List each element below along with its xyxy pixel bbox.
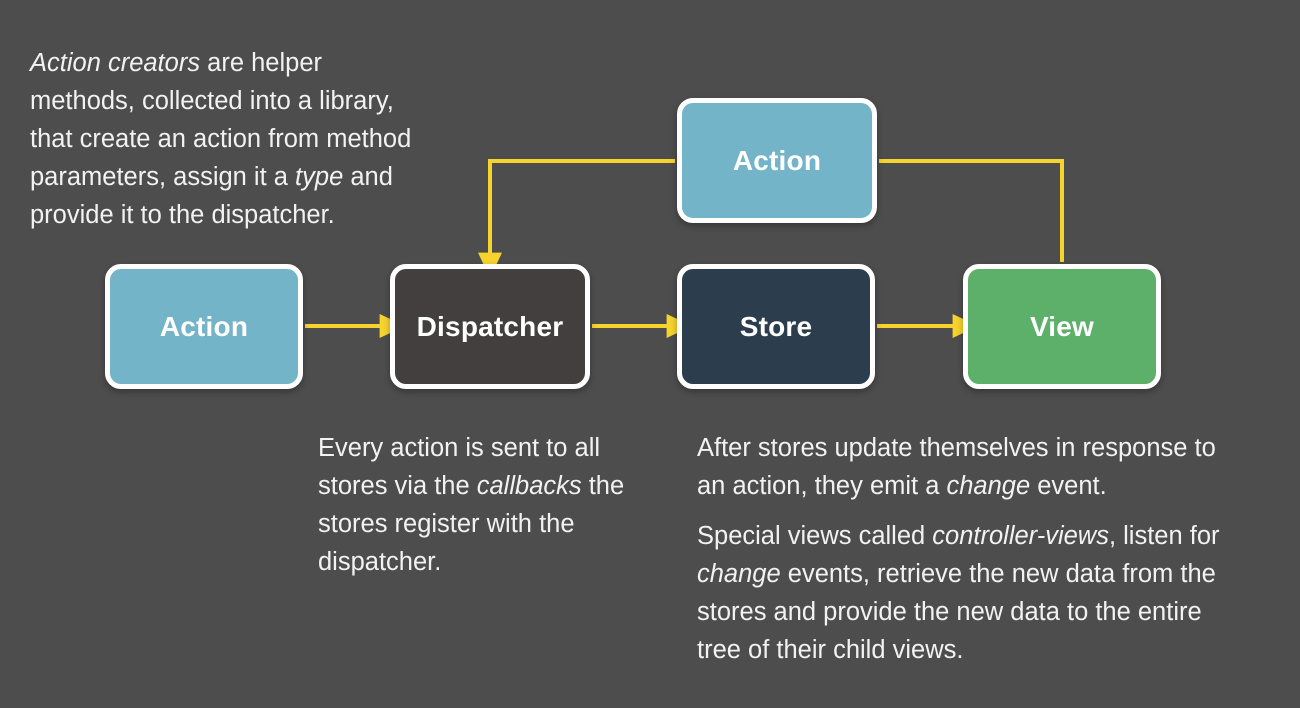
- emphasis-text: type: [295, 163, 344, 191]
- prose-line: parameters, assign it a type and: [30, 158, 480, 196]
- plain-text: stores and provide the new data to the e…: [697, 598, 1202, 626]
- plain-text: After stores update themselves in respon…: [697, 434, 1216, 462]
- plain-text: event.: [1030, 472, 1107, 500]
- prose-line: methods, collected into a library,: [30, 82, 480, 120]
- node-label-action-top: Action: [732, 144, 822, 176]
- node-label-view: View: [1029, 310, 1095, 342]
- emphasis-text: Action creators: [30, 49, 201, 77]
- node-dispatcher[interactable]: Dispatcher: [390, 264, 590, 389]
- plain-text: , listen for: [1108, 522, 1220, 550]
- node-action-top[interactable]: Action: [677, 98, 877, 223]
- plain-text: parameters, assign it a: [30, 163, 296, 191]
- plain-text: an action, they emit a: [697, 472, 947, 500]
- prose-line: Action creators are helper: [30, 44, 480, 82]
- plain-text: stores register with the: [318, 510, 575, 538]
- plain-text: tree of their child views.: [697, 636, 964, 664]
- prose-line: stores and provide the new data to the e…: [697, 593, 1277, 631]
- prose-line: tree of their child views.: [697, 631, 1277, 669]
- plain-text: that create an action from method: [30, 125, 412, 153]
- action-creators-note: Action creators are helper methods, colle…: [30, 44, 480, 234]
- prose-line: provide it to the dispatcher.: [30, 196, 480, 234]
- emphasis-text: controller-views: [932, 522, 1109, 550]
- plain-text: and: [343, 163, 393, 191]
- prose-line: an action, they emit a change event.: [697, 467, 1277, 505]
- node-action-left[interactable]: Action: [105, 264, 303, 389]
- store-change-note: After stores update themselves in respon…: [697, 429, 1277, 505]
- connector-view-to-action: [879, 159, 1064, 262]
- emphasis-text: change: [946, 472, 1031, 500]
- dispatcher-note: Every action is sent to all stores via th…: [318, 429, 678, 581]
- prose-line: that create an action from method: [30, 120, 480, 158]
- plain-text: Every action is sent to all: [318, 434, 601, 462]
- connector-action-to-dispatcher-top: [478, 159, 675, 279]
- node-label-store: Store: [739, 310, 813, 342]
- node-view[interactable]: View: [963, 264, 1161, 389]
- plain-text: stores via the: [318, 472, 477, 500]
- node-store[interactable]: Store: [677, 264, 875, 389]
- node-label-action-left: Action: [159, 310, 249, 342]
- node-label-dispatcher: Dispatcher: [416, 310, 564, 342]
- prose-line: Every action is sent to all: [318, 429, 678, 467]
- prose-line: change events, retrieve the new data fro…: [697, 555, 1277, 593]
- prose-line: After stores update themselves in respon…: [697, 429, 1277, 467]
- plain-text: events, retrieve the new data from the: [780, 560, 1216, 588]
- plain-text: methods, collected into a library,: [30, 87, 394, 115]
- plain-text: are helper: [200, 49, 322, 77]
- plain-text: Special views called: [697, 522, 933, 550]
- plain-text: provide it to the dispatcher.: [30, 201, 335, 229]
- controller-views-note: Special views called controller-views, l…: [697, 517, 1277, 669]
- prose-line: dispatcher.: [318, 543, 678, 581]
- emphasis-text: change: [697, 560, 781, 588]
- prose-line: Special views called controller-views, l…: [697, 517, 1277, 555]
- plain-text: dispatcher.: [318, 548, 442, 576]
- emphasis-text: callbacks: [476, 472, 582, 500]
- prose-line: stores via the callbacks the: [318, 467, 678, 505]
- prose-line: stores register with the: [318, 505, 678, 543]
- plain-text: the: [581, 472, 625, 500]
